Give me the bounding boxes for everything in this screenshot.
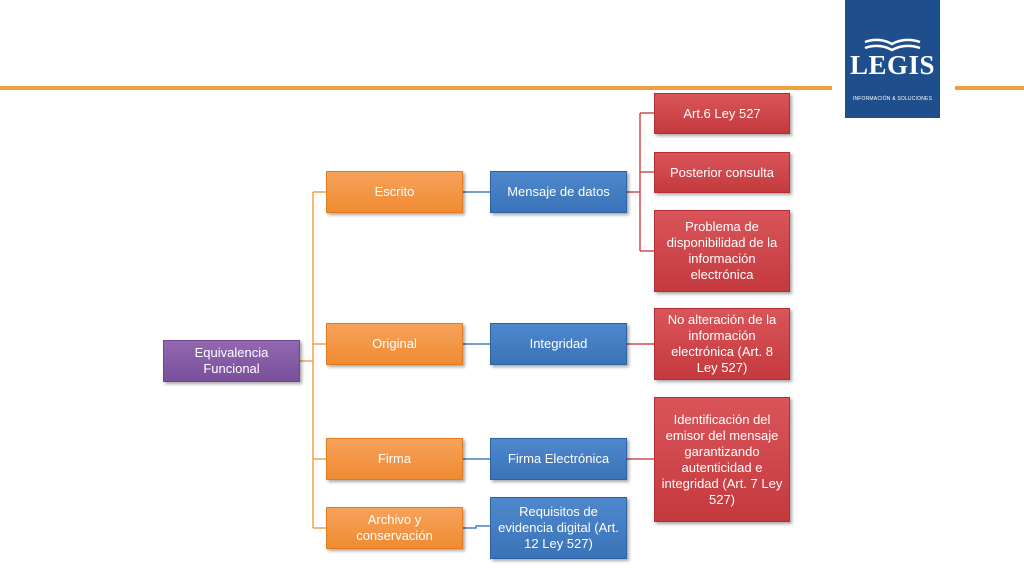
node-problema-disponibilidad: Problema de disponibilidad de la informa… — [654, 210, 790, 292]
book-icon — [864, 38, 921, 52]
node-firma-electronica: Firma Electrónica — [490, 438, 627, 480]
node-art6: Art.6 Ley 527 — [654, 93, 790, 134]
header-rule-right — [955, 86, 1024, 90]
node-identificacion-emisor: Identificación del emisor del mensaje ga… — [654, 397, 790, 522]
header-rule-left — [0, 86, 832, 90]
node-requisitos-evidencia: Requisitos de evidencia digital (Art. 12… — [490, 497, 627, 559]
root-node: Equivalencia Funcional — [163, 340, 300, 382]
logo-tagline: INFORMACIÓN & SOLUCIONES — [852, 96, 933, 102]
node-posterior-consulta: Posterior consulta — [654, 152, 790, 193]
node-mensaje-datos: Mensaje de datos — [490, 171, 627, 213]
node-no-alteracion: No alteración de la información electrón… — [654, 308, 790, 380]
node-archivo: Archivo y conservación — [326, 507, 463, 549]
node-original: Original — [326, 323, 463, 365]
legis-logo: LEGIS INFORMACIÓN & SOLUCIONES — [845, 0, 940, 118]
connector-archivo-requisitos — [463, 525, 490, 529]
logo-wordmark: LEGIS — [849, 50, 936, 80]
node-escrito: Escrito — [326, 171, 463, 213]
node-firma: Firma — [326, 438, 463, 480]
node-integridad: Integridad — [490, 323, 627, 365]
